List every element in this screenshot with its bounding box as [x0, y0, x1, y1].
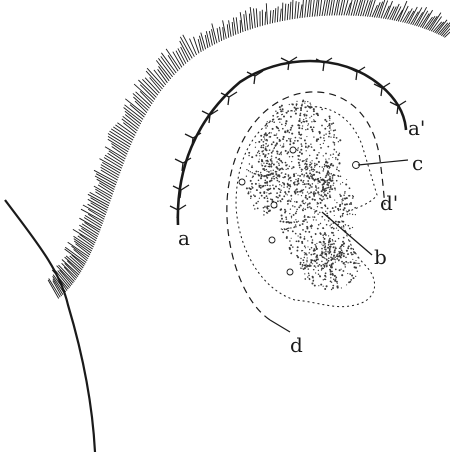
head-neck-outline — [5, 200, 95, 452]
leader-line-c — [358, 160, 408, 165]
label-a-prime: a' — [408, 116, 425, 140]
suture-line — [178, 61, 406, 225]
label-c: c — [412, 151, 423, 175]
label-d: d — [290, 333, 303, 357]
hair-fringe — [48, 0, 450, 299]
suture-stitches — [170, 57, 406, 218]
auricle-stipple — [246, 99, 361, 290]
label-d-prime: d' — [380, 191, 398, 215]
label-a: a — [178, 226, 190, 250]
label-b: b — [374, 245, 387, 269]
leader-line-d — [270, 320, 290, 332]
